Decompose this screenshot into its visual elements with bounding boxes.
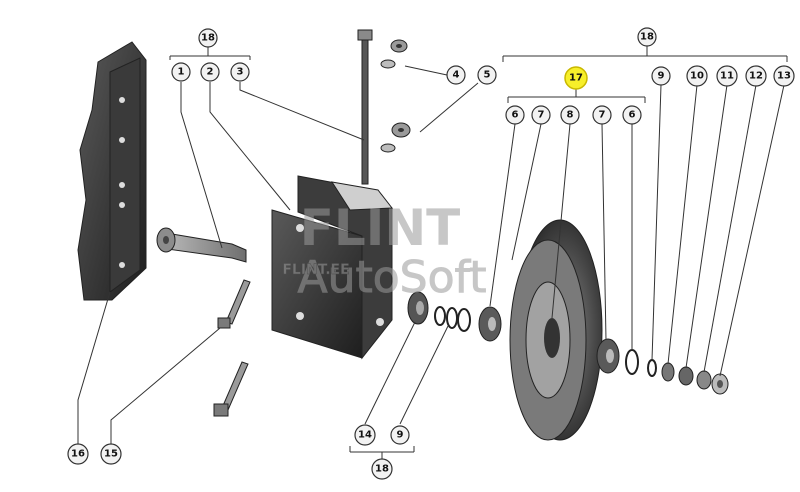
callout-11: 11 xyxy=(716,65,738,87)
tensioner-bracket xyxy=(271,175,393,360)
callout-5: 5 xyxy=(477,65,497,85)
long-bolt xyxy=(357,29,373,185)
bolt-lower xyxy=(213,361,249,417)
svg-text:11: 11 xyxy=(720,71,734,82)
callout-9-top: 9 xyxy=(651,66,671,86)
svg-text:1: 1 xyxy=(178,67,185,78)
svg-text:16: 16 xyxy=(71,449,85,460)
bearing-right xyxy=(596,338,620,374)
watermark-brand: FLINT xyxy=(300,199,461,257)
callout-7-left: 7 xyxy=(531,105,551,125)
watermark-sub: AutoSoft xyxy=(298,252,487,303)
callout-7-right: 7 xyxy=(592,105,612,125)
callout-3: 3 xyxy=(230,62,250,82)
callout-13: 13 xyxy=(773,65,795,87)
svg-text:18: 18 xyxy=(640,32,654,43)
watermark: FLINT AutoSoft FLINT.EE xyxy=(282,199,487,304)
svg-text:9: 9 xyxy=(397,430,404,441)
callout-1: 1 xyxy=(171,62,191,82)
circlips-left xyxy=(434,306,471,332)
callout-17-highlighted: 17 xyxy=(564,66,588,90)
callout-8: 8 xyxy=(560,105,580,125)
pivot-pin xyxy=(156,227,247,263)
callout-9-bottom: 9 xyxy=(390,425,410,445)
watermark-site: FLINT.EE xyxy=(282,262,349,278)
svg-text:15: 15 xyxy=(104,449,118,460)
callout-15: 15 xyxy=(100,443,122,465)
svg-text:6: 6 xyxy=(512,110,519,121)
svg-text:6: 6 xyxy=(629,110,636,121)
svg-text:9: 9 xyxy=(658,71,665,82)
callout-6-left: 6 xyxy=(505,105,525,125)
svg-text:13: 13 xyxy=(777,71,791,82)
svg-text:3: 3 xyxy=(237,67,244,78)
leader-lines xyxy=(77,46,788,460)
svg-text:5: 5 xyxy=(484,70,491,81)
svg-text:2: 2 xyxy=(207,67,214,78)
svg-text:18: 18 xyxy=(201,33,215,44)
callout-14: 14 xyxy=(354,424,376,446)
callout-6-right: 6 xyxy=(622,105,642,125)
mounting-bracket xyxy=(77,41,147,301)
circlip-right xyxy=(625,349,639,375)
nut-top xyxy=(380,39,408,69)
callout-2: 2 xyxy=(200,62,220,82)
svg-text:7: 7 xyxy=(538,110,545,121)
callout-18-bottom: 18 xyxy=(371,458,393,480)
spacer-washers xyxy=(647,359,729,395)
svg-text:17: 17 xyxy=(569,73,583,84)
svg-text:10: 10 xyxy=(690,71,704,82)
callout-12: 12 xyxy=(745,65,767,87)
pulley xyxy=(509,219,603,441)
callout-4: 4 xyxy=(446,65,466,85)
nut-bottom xyxy=(380,122,411,153)
bearing-left xyxy=(407,291,429,325)
callout-18-top-right: 18 xyxy=(637,27,657,47)
callout-10: 10 xyxy=(686,65,708,87)
bolt-upper xyxy=(217,279,251,329)
callout-16: 16 xyxy=(67,443,89,465)
svg-text:18: 18 xyxy=(375,464,389,475)
svg-text:7: 7 xyxy=(599,110,606,121)
callout-18-top-left: 18 xyxy=(198,28,218,48)
svg-text:8: 8 xyxy=(567,110,574,121)
bearing-center xyxy=(478,306,502,342)
svg-text:4: 4 xyxy=(453,70,460,81)
svg-text:12: 12 xyxy=(749,71,763,82)
svg-text:14: 14 xyxy=(358,430,372,441)
